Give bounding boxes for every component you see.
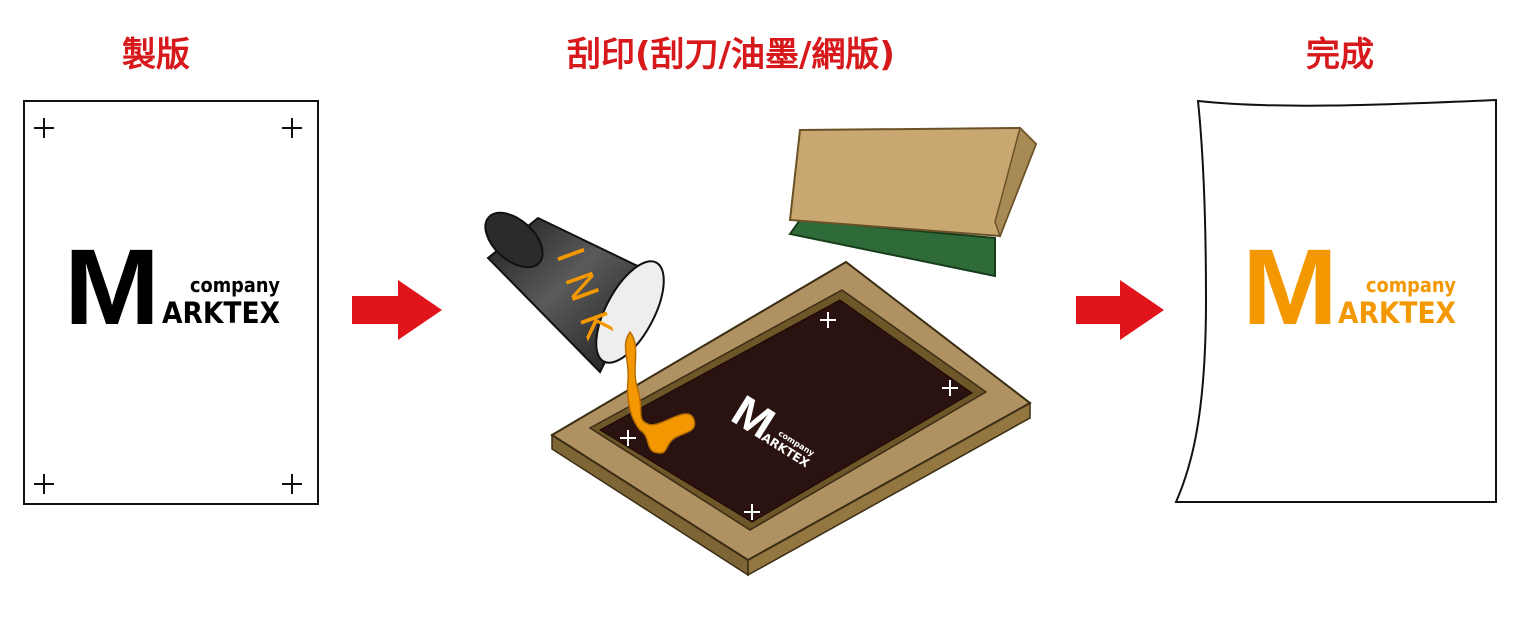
screen-frame: M company ARKTEX bbox=[550, 260, 1032, 577]
screen-mesh bbox=[598, 299, 973, 523]
arrow-right-icon bbox=[352, 280, 442, 340]
printed-logo-initial: M bbox=[1242, 226, 1338, 347]
printed-logo-word: ARKTEX bbox=[1338, 296, 1456, 330]
printed-logo-company: company bbox=[1366, 273, 1456, 297]
arrow-right-icon bbox=[1076, 280, 1164, 340]
logo-company: company bbox=[190, 273, 280, 297]
mesh-registration-marks bbox=[620, 312, 958, 520]
logo-black: M company ARKTEX bbox=[64, 226, 280, 347]
step-title-plate-making: 製版 bbox=[122, 35, 190, 75]
registration-marks bbox=[34, 118, 302, 494]
logo-word: ARKTEX bbox=[162, 296, 280, 330]
logo-initial: M bbox=[64, 226, 160, 347]
logo-printed: M company ARKTEX bbox=[1242, 226, 1456, 347]
ink-can: INK bbox=[484, 211, 665, 374]
ink-pour bbox=[624, 330, 696, 454]
printed-sheet: M company ARKTEX bbox=[1174, 98, 1497, 503]
step-title-squeegee-printing: 刮印(刮刀/油墨/網版) bbox=[567, 35, 895, 75]
film-plate: M company ARKTEX bbox=[23, 100, 319, 505]
step-title-finished: 完成 bbox=[1306, 35, 1374, 75]
squeegee bbox=[788, 126, 1038, 278]
